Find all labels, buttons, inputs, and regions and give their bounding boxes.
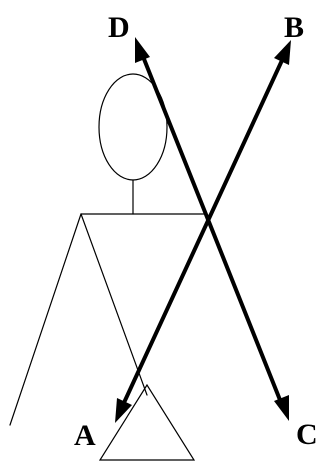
- figure-right-leg: [81, 214, 147, 395]
- point-label-d: D: [108, 11, 130, 44]
- arrowhead-a: [115, 398, 132, 423]
- arrowhead-c: [274, 395, 289, 421]
- point-label-a: A: [74, 419, 96, 452]
- point-label-b: B: [284, 11, 304, 44]
- figure-left-leg: [10, 214, 81, 425]
- figure-foot-triangle: [100, 385, 194, 460]
- point-label-c: C: [296, 418, 318, 451]
- arrowhead-d: [135, 37, 150, 63]
- stick-figure: [10, 74, 207, 460]
